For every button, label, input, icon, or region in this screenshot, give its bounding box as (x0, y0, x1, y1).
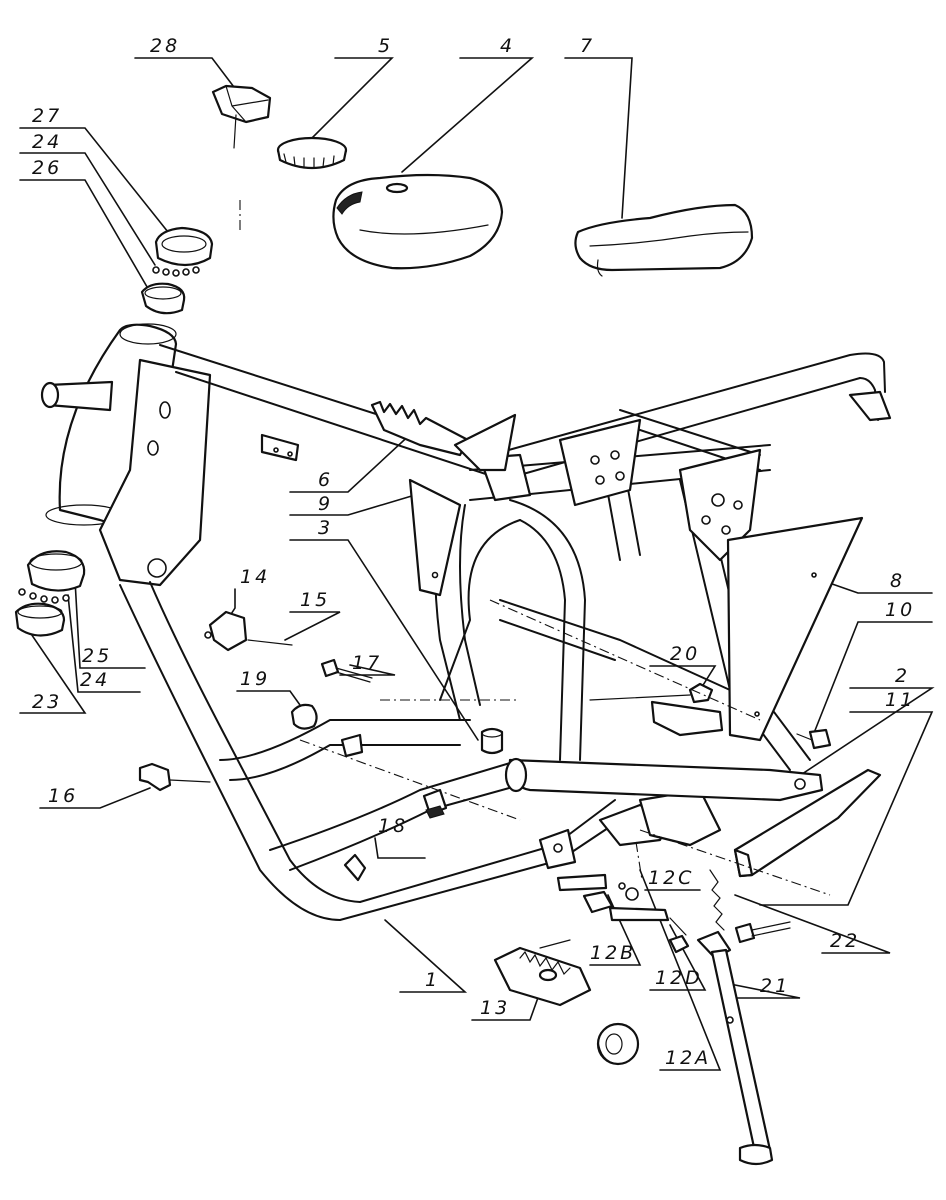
callout-labels: 28 5 4 7 27 24 26 6 9 3 8 10 2 11 14 15 … (32, 35, 915, 1069)
fuel-tank-part (332, 173, 504, 270)
side-stand-part (696, 930, 774, 1166)
lower-bearing-cone-part (14, 602, 66, 637)
callout-12C: 12C (648, 867, 694, 889)
right-side-panel-part (726, 516, 864, 742)
callout-1: 1 (425, 969, 440, 991)
callout-4: 4 (500, 35, 515, 57)
callout-17: 17 (352, 652, 382, 674)
seat-part (574, 203, 754, 277)
callout-6: 6 (318, 469, 333, 491)
callout-leaders (19, 57, 935, 1071)
bracket-clip-part (138, 762, 211, 792)
fuel-cap-part (276, 136, 348, 170)
lower-ball-race-part (18, 588, 70, 604)
callout-16: 16 (48, 785, 78, 807)
left-side-panel-part (408, 478, 462, 597)
callout-15: 15 (300, 589, 330, 611)
rubber-grommet-part (596, 1022, 640, 1066)
callout-26: 26 (32, 157, 62, 179)
callout-25: 25 (82, 645, 112, 667)
brake-linkage-part (556, 873, 690, 954)
callout-12B: 12B (590, 942, 636, 964)
stand-spring-part (709, 869, 725, 931)
callout-12D: 12D (655, 967, 703, 989)
callout-14: 14 (240, 566, 270, 588)
callout-20: 20 (670, 643, 700, 665)
callout-23: 23 (32, 691, 62, 713)
footrest-bracket-part (204, 610, 293, 652)
chain-guard-part (370, 400, 517, 472)
spring-clip-part (290, 703, 318, 730)
top-nut-part (211, 84, 272, 149)
torque-arm-part (504, 757, 824, 802)
callout-7: 7 (580, 35, 595, 57)
callout-18: 18 (378, 815, 408, 837)
rear-brake-cable-part (589, 682, 724, 737)
callout-28: 28 (150, 35, 180, 57)
mounting-bolt-part (796, 728, 832, 750)
callout-19: 19 (240, 668, 270, 690)
upper-bearing-cup-part (154, 226, 214, 267)
callout-27: 27 (32, 105, 62, 127)
rubber-block-part (422, 788, 448, 819)
callout-12A: 12A (665, 1047, 711, 1069)
callout-2: 2 (895, 665, 910, 687)
callout-13: 13 (480, 997, 510, 1019)
callout-8: 8 (890, 570, 905, 592)
callout-9: 9 (318, 493, 333, 515)
callout-21: 21 (760, 975, 790, 997)
assembly-lines (239, 200, 831, 896)
bushing-part (480, 727, 504, 755)
callout-24-bottom: 24 (80, 669, 110, 691)
callout-3: 3 (318, 517, 333, 539)
upper-bearing-cone-part (140, 282, 186, 315)
callout-11: 11 (885, 689, 915, 711)
pivot-bolt-part (320, 658, 373, 683)
callout-24-top: 24 (32, 131, 62, 153)
footrest-part (493, 939, 592, 1007)
callout-22: 22 (830, 930, 860, 952)
lower-bearing-cup-part (26, 550, 86, 592)
stand-bolt-part (734, 921, 791, 944)
chain-slider-part (733, 768, 882, 878)
upper-ball-race-part (152, 266, 200, 277)
callout-10: 10 (885, 599, 915, 621)
callout-5: 5 (378, 35, 393, 57)
main-frame-part (40, 323, 892, 921)
